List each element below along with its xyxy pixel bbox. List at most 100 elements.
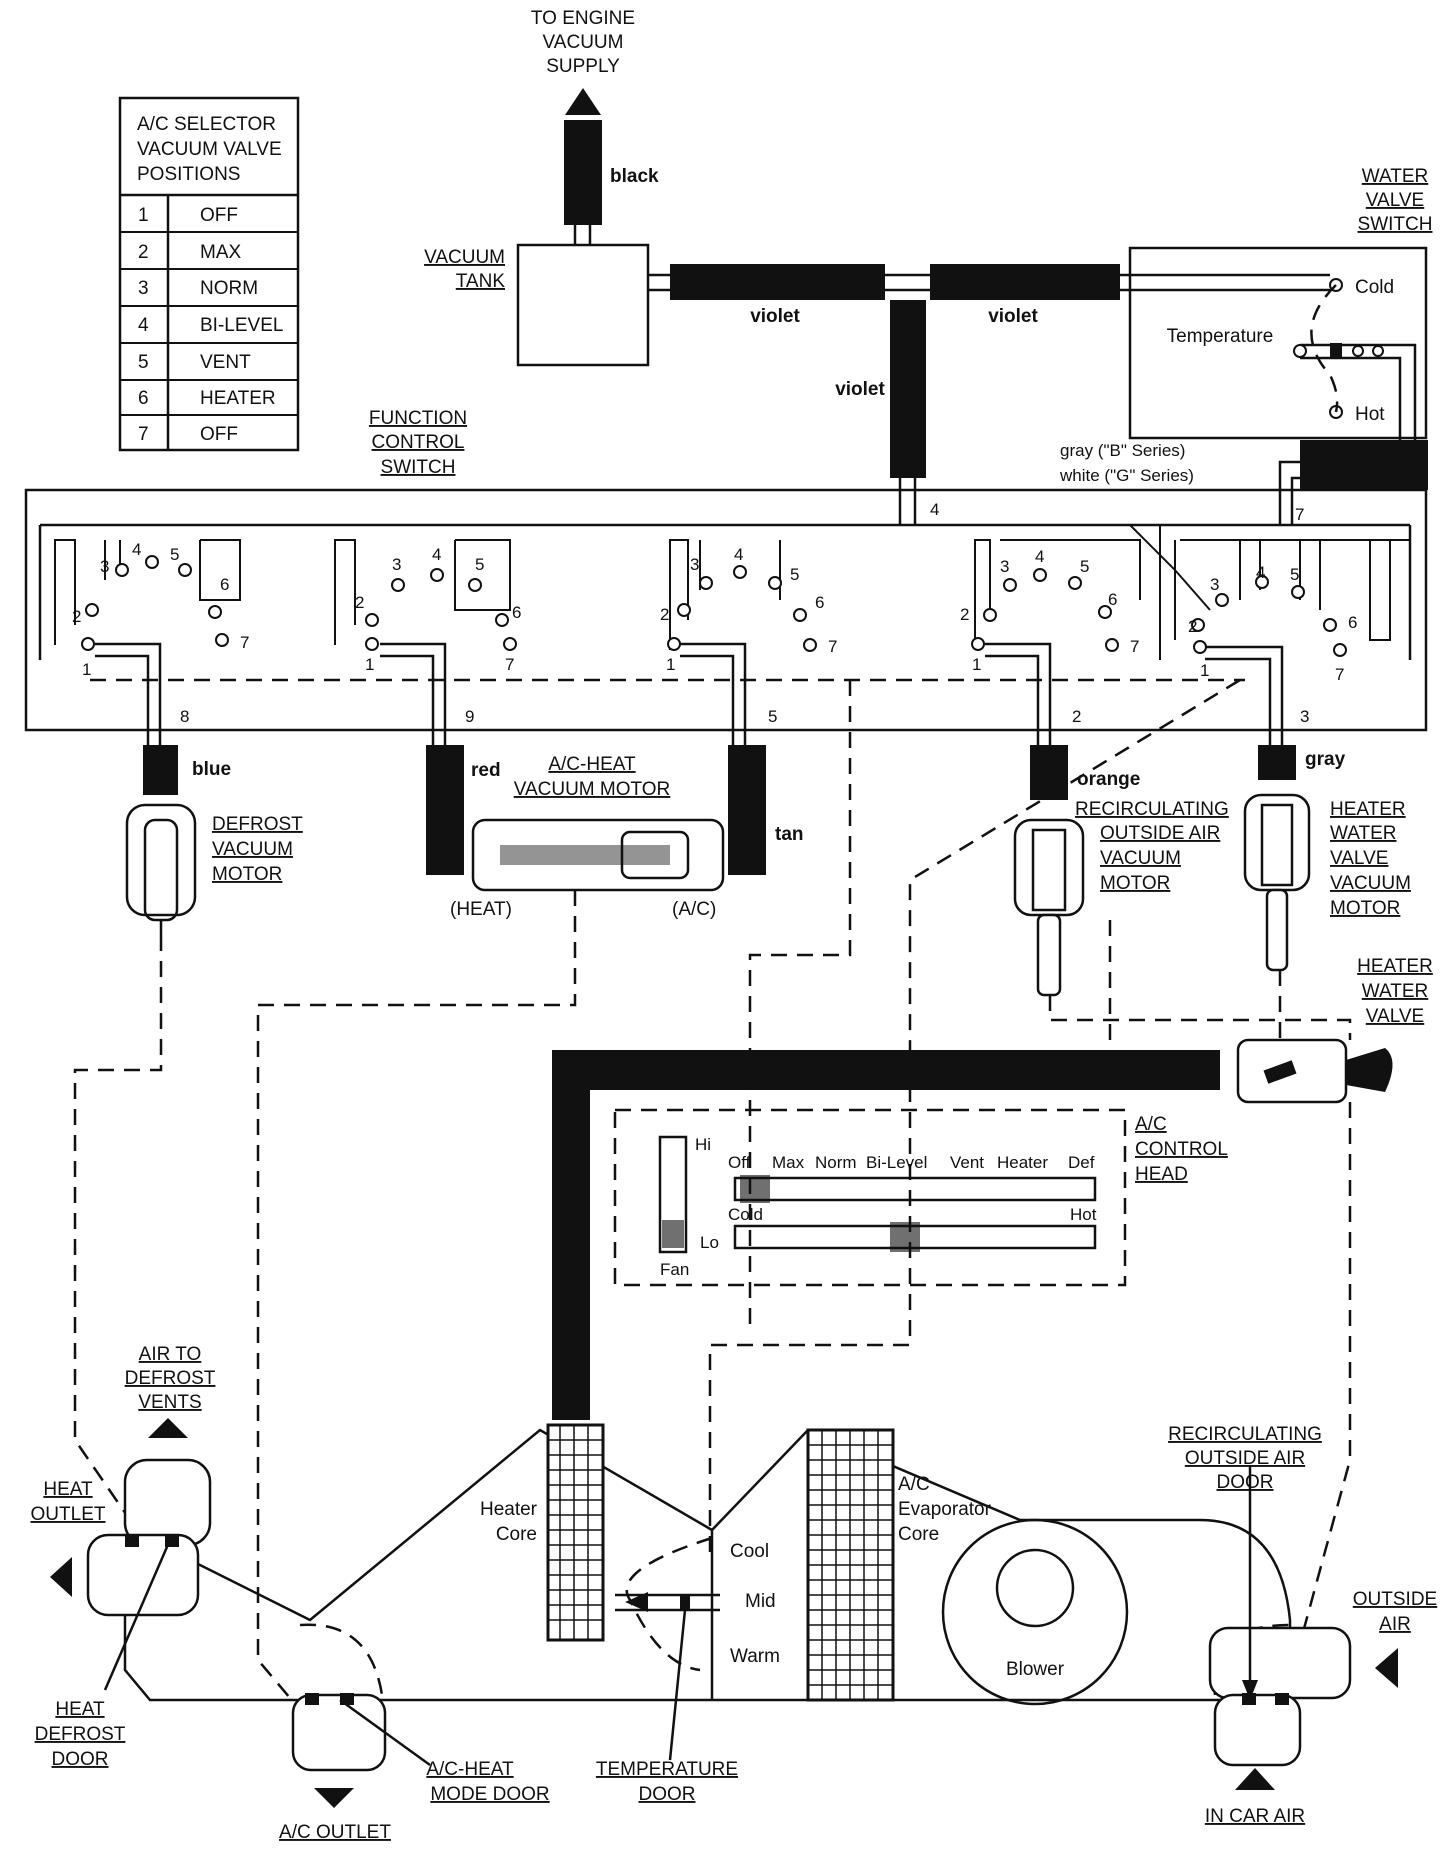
- svg-text:4: 4: [930, 500, 939, 519]
- svg-text:OUTLET: OUTLET: [31, 1504, 106, 1525]
- evaporator-core-label: A/C Evaporator Core: [898, 1474, 992, 1545]
- svg-text:VACUUM MOTOR: VACUUM MOTOR: [514, 779, 671, 800]
- svg-text:7: 7: [828, 637, 837, 656]
- svg-text:VALVE: VALVE: [1366, 190, 1424, 211]
- violet-hose-right: [930, 264, 1120, 300]
- svg-text:1: 1: [365, 655, 374, 674]
- svg-text:BI-LEVEL: BI-LEVEL: [200, 315, 283, 336]
- svg-text:DEFROST: DEFROST: [35, 1724, 126, 1745]
- svg-text:VACUUM: VACUUM: [1100, 848, 1181, 869]
- violet-hose-left: [670, 264, 885, 300]
- function-control-switch: [24, 488, 1428, 732]
- svg-text:Lo: Lo: [700, 1233, 719, 1252]
- svg-text:HEATER: HEATER: [1357, 956, 1433, 977]
- water-valve-switch-label: WATER VALVE SWITCH: [1358, 166, 1433, 235]
- svg-text:VENTS: VENTS: [138, 1392, 201, 1413]
- function-control-switch-label: FUNCTION CONTROL SWITCH: [369, 408, 467, 478]
- svg-text:VENT: VENT: [200, 352, 251, 373]
- supply-arrow-icon: [565, 88, 601, 115]
- heat-defrost-outlet: [86, 1458, 212, 1617]
- svg-text:6: 6: [220, 575, 229, 594]
- svg-text:(A/C): (A/C): [672, 899, 716, 920]
- ac-heat-vacuum-motor: [471, 818, 725, 892]
- outside-air-label: OUTSIDE AIR: [1353, 1589, 1437, 1635]
- svg-text:1: 1: [666, 655, 675, 674]
- svg-text:7: 7: [1295, 505, 1304, 524]
- svg-text:WATER: WATER: [1362, 166, 1429, 187]
- ac-outlet: [291, 1623, 387, 1772]
- temperature-door-label: TEMPERATURE DOOR: [596, 1759, 738, 1805]
- recirc-vacuum-motor: [1013, 818, 1085, 997]
- svg-text:RECIRCULATING: RECIRCULATING: [1075, 799, 1229, 820]
- svg-text:violet: violet: [835, 379, 885, 400]
- valve-section-3: 2 3 4 5 6 7 1: [660, 539, 837, 760]
- svg-text:A/C-HEAT: A/C-HEAT: [426, 1759, 514, 1780]
- svg-text:A/C: A/C: [1135, 1114, 1167, 1135]
- svg-text:HEAT: HEAT: [43, 1479, 93, 1500]
- svg-text:FUNCTION: FUNCTION: [369, 408, 467, 429]
- svg-text:HEATER: HEATER: [200, 388, 276, 409]
- svg-text:3: 3: [1300, 707, 1309, 726]
- svg-text:MAX: MAX: [200, 242, 242, 263]
- svg-text:Hi: Hi: [695, 1135, 711, 1154]
- svg-text:NORM: NORM: [200, 278, 258, 299]
- svg-text:Mid: Mid: [745, 1591, 776, 1612]
- white-g-series-label: white ("G" Series): [1059, 466, 1194, 485]
- svg-text:OUTSIDE: OUTSIDE: [1353, 1589, 1437, 1610]
- svg-text:6: 6: [1348, 613, 1357, 632]
- valve-section-1: 2 3 4 5 6 7 1: [54, 539, 249, 760]
- heater-water-valve-label: HEATER WATER VALVE: [1357, 956, 1433, 1027]
- svg-text:2: 2: [1188, 617, 1197, 636]
- svg-text:CONTROL: CONTROL: [1135, 1139, 1228, 1160]
- mode-labels: Off Max Norm Bi-Level Vent Heater Def: [728, 1153, 1095, 1172]
- svg-text:Norm: Norm: [815, 1153, 857, 1172]
- svg-text:4: 4: [432, 545, 441, 564]
- svg-text:DOOR: DOOR: [639, 1784, 696, 1805]
- svg-text:3: 3: [1210, 575, 1219, 594]
- svg-text:VACUUM: VACUUM: [212, 839, 293, 860]
- svg-text:9: 9: [465, 707, 474, 726]
- svg-text:Max: Max: [772, 1153, 805, 1172]
- blower: Blower: [941, 1518, 1129, 1706]
- svg-text:MOTOR: MOTOR: [1330, 898, 1400, 919]
- defrost-vacuum-motor: [125, 803, 197, 935]
- svg-text:Vent: Vent: [950, 1153, 984, 1172]
- svg-text:Cold: Cold: [1355, 277, 1394, 298]
- svg-text:MOTOR: MOTOR: [1100, 873, 1170, 894]
- svg-text:A/C SELECTOR: A/C SELECTOR: [137, 114, 276, 135]
- outside-air-arrow-icon: [1375, 1648, 1398, 1688]
- valve-section-4: 2 3 4 5 6 7 1: [960, 539, 1141, 760]
- mode-slider[interactable]: [733, 1176, 1097, 1202]
- svg-text:6: 6: [512, 603, 521, 622]
- svg-text:6: 6: [138, 388, 149, 409]
- heater-valve-motor-label: HEATER WATER VALVE VACUUM MOTOR: [1330, 799, 1411, 919]
- recirc-door: [1208, 1623, 1352, 1767]
- svg-text:VACUUM VALVE: VACUUM VALVE: [137, 139, 282, 160]
- svg-text:5: 5: [768, 707, 777, 726]
- svg-text:DEFROST: DEFROST: [212, 814, 303, 835]
- svg-text:(HEAT): (HEAT): [450, 899, 512, 920]
- in-car-air-arrow-icon: [1235, 1768, 1275, 1790]
- svg-text:WATER: WATER: [1330, 823, 1397, 844]
- svg-text:3: 3: [392, 555, 401, 574]
- svg-text:2: 2: [960, 605, 969, 624]
- svg-text:Hot: Hot: [1070, 1205, 1097, 1224]
- svg-text:5: 5: [1290, 565, 1299, 584]
- svg-text:Cool: Cool: [730, 1541, 769, 1562]
- svg-text:1: 1: [138, 205, 149, 226]
- heat-outlet-label: HEAT OUTLET: [31, 1479, 106, 1525]
- svg-text:4: 4: [1256, 563, 1265, 582]
- svg-text:6: 6: [1108, 590, 1117, 609]
- svg-text:2: 2: [660, 605, 669, 624]
- svg-text:Bi-Level: Bi-Level: [866, 1153, 927, 1172]
- svg-text:HEATER: HEATER: [1330, 799, 1406, 820]
- ac-outlet-arrow-icon: [314, 1788, 354, 1808]
- svg-text:4: 4: [1035, 547, 1044, 566]
- svg-text:RECIRCULATING: RECIRCULATING: [1168, 1424, 1322, 1445]
- svg-text:7: 7: [1335, 665, 1344, 684]
